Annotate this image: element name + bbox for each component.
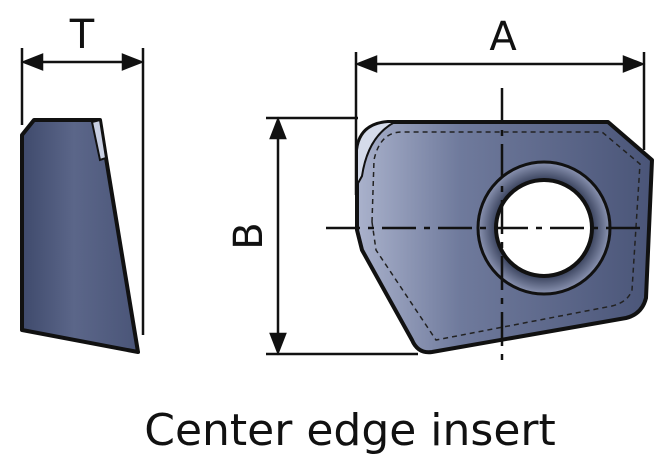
diagram-caption: Center edge insert (144, 405, 556, 456)
insert-cutting-edge (356, 121, 396, 189)
top-view: A B (226, 14, 654, 362)
b-dimension-arrow (269, 116, 287, 356)
side-view: T (20, 12, 145, 354)
t-dimension-arrow (20, 53, 145, 71)
t-dimension-label: T (69, 12, 95, 58)
insert-side-profile (20, 118, 140, 354)
a-dimension-arrow (354, 55, 646, 73)
insert-side-chamfer (90, 118, 108, 162)
a-dimension-label: A (489, 14, 517, 60)
b-dimension-label: B (226, 222, 272, 249)
